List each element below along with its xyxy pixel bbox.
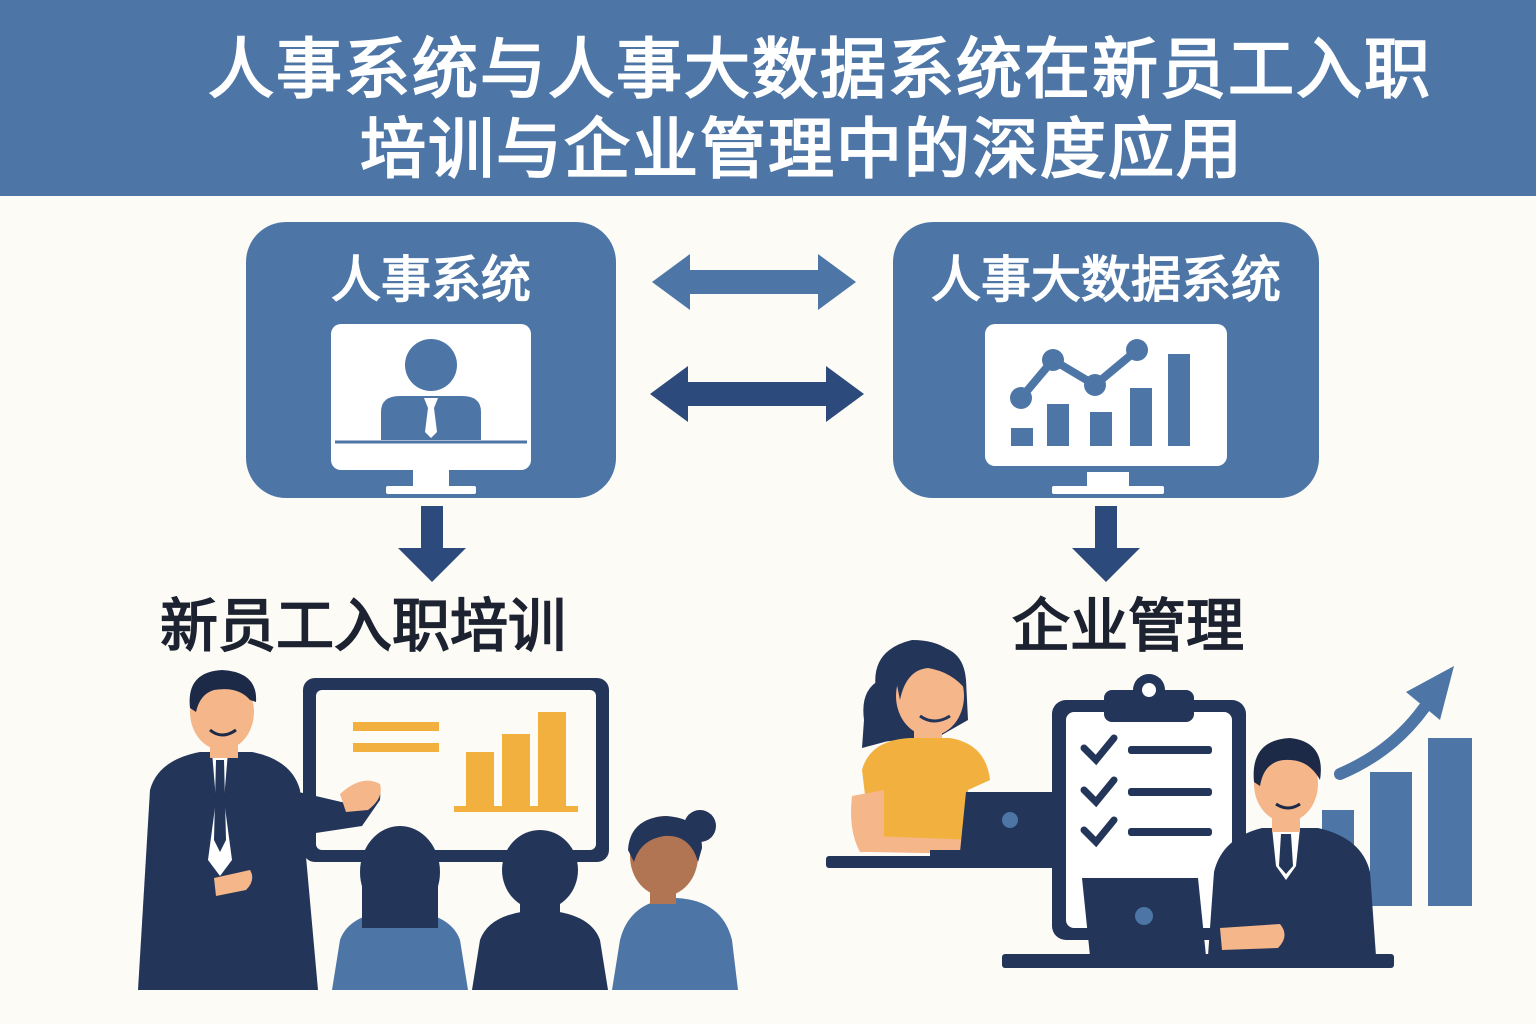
desk [1002,954,1394,968]
audience-person [332,826,468,990]
page-title-line-1: 人事系统与人事大数据系统在新员工入职 [208,31,1432,108]
laptop-icon [1082,878,1206,956]
hr-bigdata-system-label: 人事大数据系统 [931,251,1281,309]
down-arrow-icon [398,506,466,582]
presentation-board-icon [303,678,609,862]
analytics-monitor-icon [985,324,1227,494]
enterprise-management-label: 企业管理 [1012,592,1245,660]
growth-arrow-icon [1334,666,1454,780]
onboarding-training-label: 新员工入职培训 [160,592,567,660]
analyst-figure [851,640,990,854]
hr-system-panel [246,222,616,498]
hr-system-label: 人事系统 [331,251,531,309]
person-monitor-icon [331,324,531,494]
page-title-line-2: 培训与企业管理中的深度应用 [360,111,1244,188]
title-banner [0,0,1536,196]
hr-bigdata-system-panel [893,222,1319,498]
double-arrow-icon [652,254,856,310]
double-arrow-icon [650,366,864,422]
manager-figure [1208,738,1376,956]
audience-person [612,810,738,990]
laptop-icon [930,792,1070,858]
down-arrow-icon [1072,506,1140,582]
desk [826,856,1056,868]
audience-person [472,830,608,990]
presenter-figure [138,670,381,990]
